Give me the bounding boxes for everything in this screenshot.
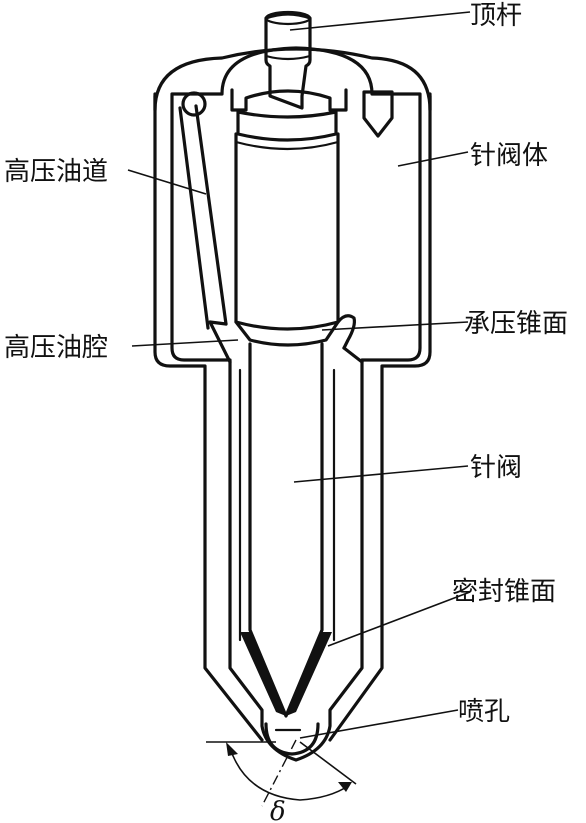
body-outer-left bbox=[153, 94, 264, 742]
needle-guide bbox=[234, 132, 340, 331]
leader-nozzle-hole bbox=[299, 709, 459, 739]
label-seal-cone: 密封锥面 bbox=[452, 577, 556, 607]
arc-arrow-left bbox=[226, 742, 238, 756]
label-nozzle-hole: 喷孔 bbox=[458, 697, 510, 727]
leader-needle-valve bbox=[293, 465, 469, 483]
seal-cone-right bbox=[286, 632, 332, 716]
spray-axis bbox=[261, 739, 297, 807]
label-hp-chamber: 高压油腔 bbox=[4, 333, 108, 363]
spray-edge-right bbox=[299, 741, 357, 785]
leader-pressure-cone bbox=[321, 321, 469, 331]
body-outer-right bbox=[328, 94, 432, 742]
top-seat bbox=[230, 88, 348, 112]
leader-push-rod bbox=[289, 11, 471, 31]
leader-hp-chamber bbox=[131, 339, 239, 347]
locating-pin bbox=[362, 90, 394, 138]
label-needle-valve: 针阀 bbox=[470, 453, 522, 483]
hp-passage-inlet bbox=[181, 91, 207, 117]
label-valve-body: 针阀体 bbox=[470, 141, 548, 171]
label-pressure-cone: 承压锥面 bbox=[464, 309, 568, 339]
push-rod bbox=[264, 12, 312, 110]
leader-seal-cone bbox=[327, 591, 471, 647]
pressure-cone bbox=[234, 320, 340, 347]
label-spray-angle: δ bbox=[270, 797, 286, 823]
hp-passage bbox=[178, 104, 228, 330]
needle-guide-top-ellipse bbox=[234, 140, 340, 151]
push-rod-top bbox=[264, 10, 312, 26]
label-push-rod: 顶杆 bbox=[470, 1, 522, 31]
spray-angle-arc bbox=[229, 747, 349, 801]
needle-top-head bbox=[236, 110, 338, 142]
seal-cone-left bbox=[240, 632, 286, 716]
leader-valve-body bbox=[397, 151, 469, 167]
nozzle-tip bbox=[264, 722, 320, 756]
label-hp-passage: 高压油道 bbox=[4, 157, 108, 187]
push-rod-step bbox=[264, 54, 312, 61]
arc-arrow-right bbox=[338, 782, 352, 792]
pressure-cone-right-groove bbox=[336, 314, 356, 350]
leader-hp-passage bbox=[127, 169, 207, 195]
body-top-shoulder bbox=[153, 47, 432, 112]
hp-chamber bbox=[208, 320, 364, 364]
